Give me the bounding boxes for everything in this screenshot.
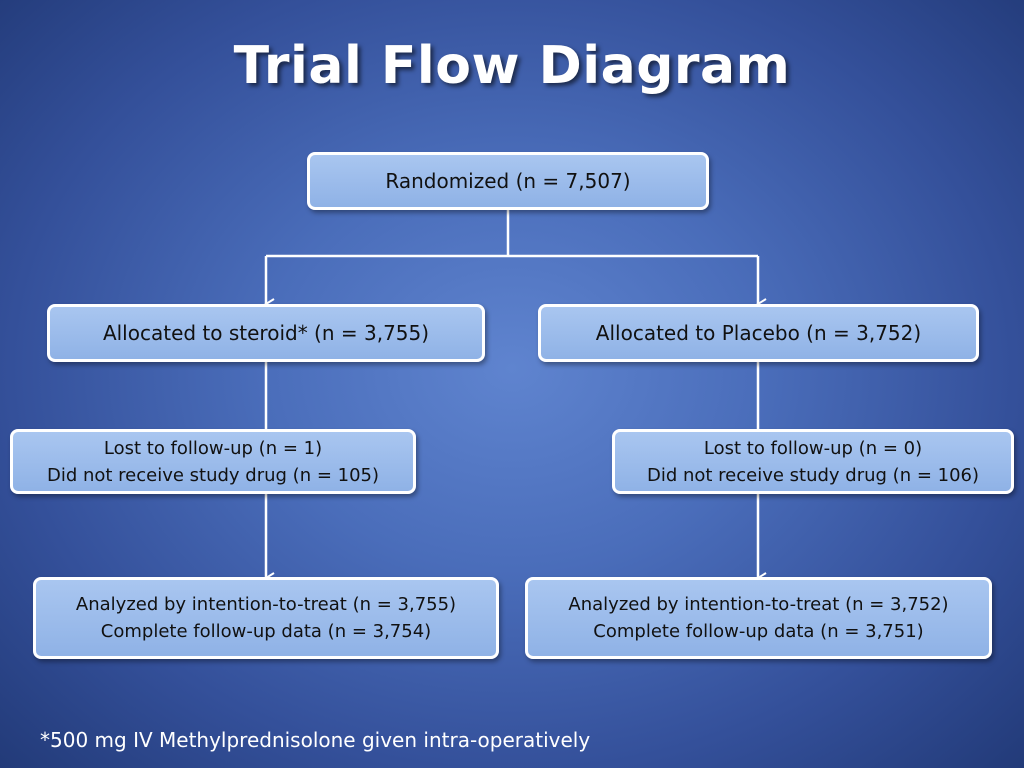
placebo-arm-label: Allocated to Placebo (n = 3,752) <box>595 321 922 345</box>
placebo-lost-followup: Lost to follow-up (n = 0) <box>703 437 923 459</box>
randomized-box: Randomized (n = 7,507) <box>307 152 709 210</box>
steroid-analyzed-box: Analyzed by intention-to-treat (n = 3,75… <box>33 577 499 659</box>
placebo-no-drug: Did not receive study drug (n = 106) <box>646 464 980 486</box>
randomized-label: Randomized (n = 7,507) <box>385 169 631 193</box>
placebo-complete-followup: Complete follow-up data (n = 3,751) <box>593 621 924 642</box>
placebo-itt: Analyzed by intention-to-treat (n = 3,75… <box>568 594 949 615</box>
steroid-itt: Analyzed by intention-to-treat (n = 3,75… <box>75 594 457 615</box>
steroid-lost-followup: Lost to follow-up (n = 1) <box>103 437 323 459</box>
placebo-lost-box: Lost to follow-up (n = 0) Did not receiv… <box>612 429 1014 494</box>
placebo-arm-box: Allocated to Placebo (n = 3,752) <box>538 304 979 362</box>
steroid-arm-label: Allocated to steroid* (n = 3,755) <box>102 321 430 345</box>
slide-title: Trial Flow Diagram <box>233 36 791 96</box>
footnote: *500 mg IV Methylprednisolone given intr… <box>40 728 591 752</box>
steroid-no-drug: Did not receive study drug (n = 105) <box>46 464 380 486</box>
steroid-lost-box: Lost to follow-up (n = 1) Did not receiv… <box>10 429 416 494</box>
steroid-arm-box: Allocated to steroid* (n = 3,755) <box>47 304 485 362</box>
steroid-complete-followup: Complete follow-up data (n = 3,754) <box>100 621 432 642</box>
placebo-analyzed-box: Analyzed by intention-to-treat (n = 3,75… <box>525 577 992 659</box>
